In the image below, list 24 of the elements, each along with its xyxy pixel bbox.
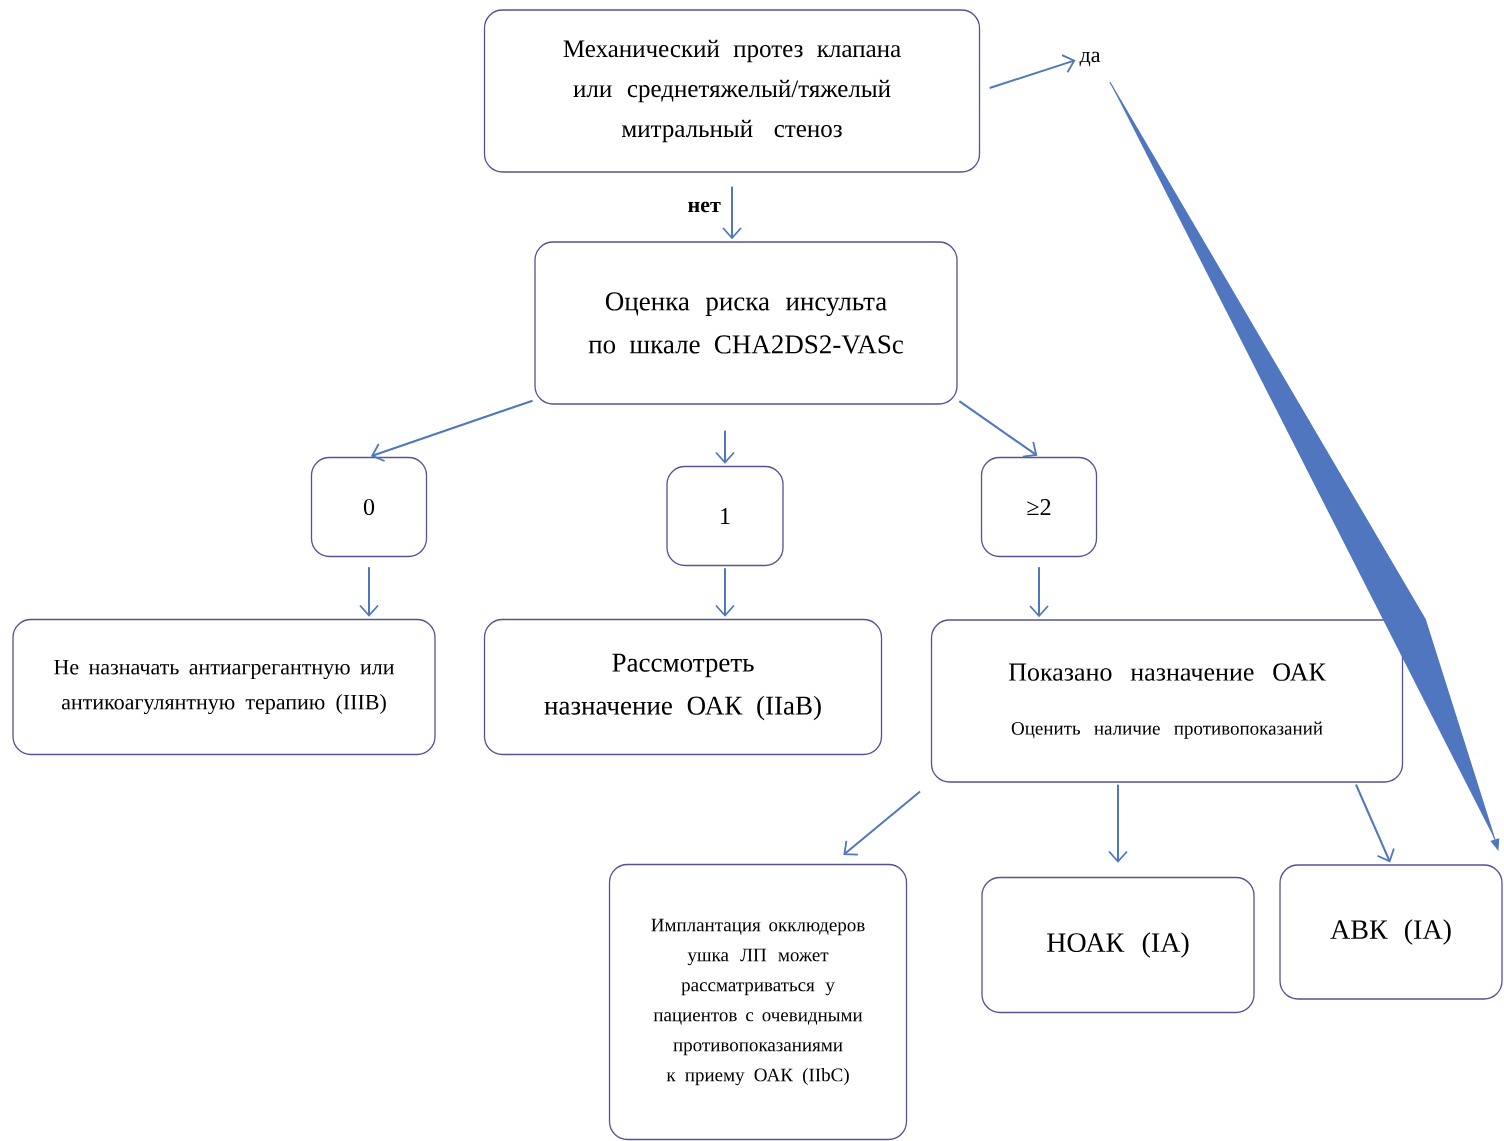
process-box: Рассмотреть назначение ОАК (IIaB) — [483, 618, 883, 756]
process-box: НОАК (IA) — [981, 876, 1255, 1014]
arrow — [1108, 783, 1128, 863]
arrow — [359, 566, 379, 617]
arrow — [988, 54, 1076, 89]
process-box: АВК (IA) — [1279, 864, 1503, 1000]
arrow — [958, 400, 1038, 458]
process-box: Оценка риска инсульта по шкале CHA2DS2-VASc — [534, 241, 958, 405]
process-box: ≥2 — [980, 456, 1098, 558]
process-box: 1 — [666, 465, 784, 567]
edge-label: нет — [686, 200, 722, 214]
arrow — [715, 429, 735, 464]
answer-label: да — [1079, 51, 1101, 67]
process-box: Механический протез клапана или среднетяжелый/тяжелый митральный стеноз — [483, 9, 981, 173]
process-box: Показано назначение ОАК Оценить наличие противопоказаний — [930, 619, 1404, 783]
process-box: Не назначать антиагрегантную или антикоагулянтную терапию (IIIB) — [12, 618, 436, 756]
process-box: Имплантация окклюдеров ушка ЛП может рассматриваться у пациентов с очевидными противопоказаниями к приему ОАК (IIbC) — [608, 863, 908, 1141]
arrow — [1029, 566, 1049, 618]
arrow — [843, 790, 922, 856]
arrow — [715, 567, 735, 617]
process-box: 0 — [310, 456, 428, 558]
arrow — [722, 185, 742, 240]
arrow — [1354, 783, 1395, 863]
arrow — [370, 399, 534, 462]
